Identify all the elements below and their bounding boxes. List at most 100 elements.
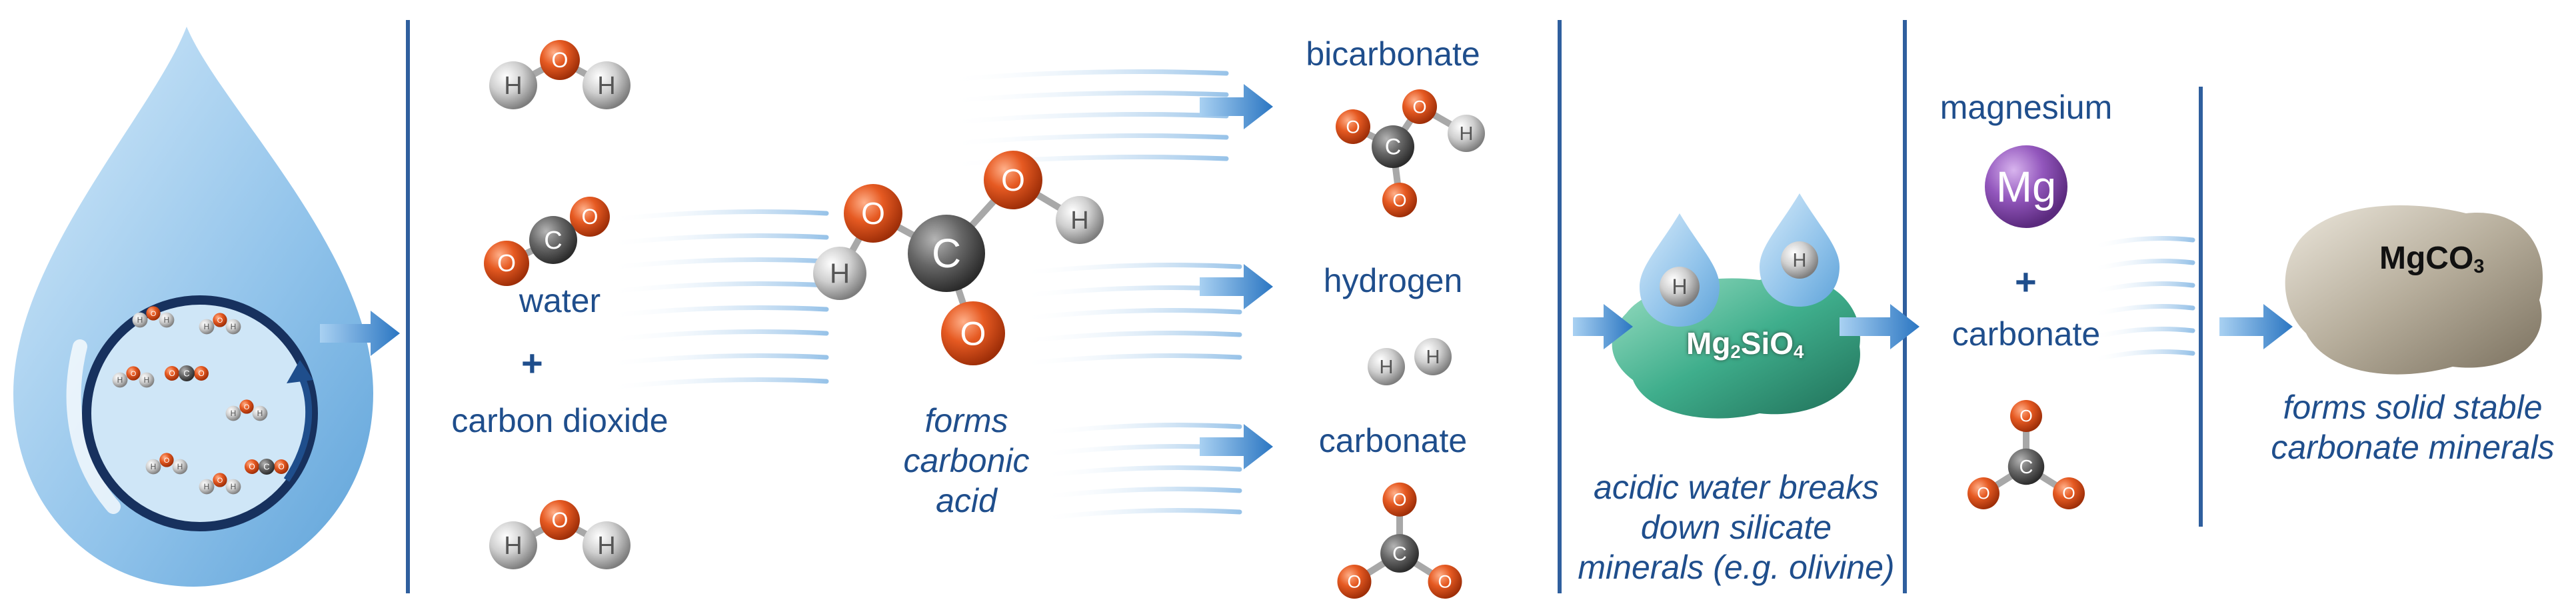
bicarbonate-oxygen-symbol: O [1346, 117, 1360, 137]
lens-hydrogen-symbol: H [231, 322, 237, 331]
olivine-formula: Mg2SiO4 [1686, 326, 1804, 362]
lens-oxygen-symbol: O [164, 457, 170, 465]
panel1-stream [604, 305, 829, 319]
lens-hydrogen-symbol: H [151, 462, 157, 471]
bicarbonate-hydrogen-atom [1448, 115, 1485, 152]
carbonic-acid-hydrogen-symbol: H [1070, 207, 1088, 235]
water-top-hydrogen-atom [489, 61, 537, 109]
lens-oxygen-symbol: O [198, 369, 204, 378]
panel2-bottom-stream [1037, 465, 1242, 479]
bicarbonate-oxygen-atom [1336, 109, 1370, 144]
acid-drop-2-hydrogen-atom [1781, 241, 1818, 279]
lens-oxygen-symbol: O [151, 310, 157, 318]
lens-hydrogen-atom [145, 459, 161, 475]
carbonate-panel5-oxygen-atom [1967, 477, 1999, 509]
water-top-oxygen-symbol: O [552, 48, 569, 72]
lens-hydrogen-symbol: H [144, 375, 150, 385]
lens-oxygen-atom [245, 459, 259, 474]
panel5-stream [2090, 236, 2195, 249]
magnesite-formula: MgCO3 [2379, 241, 2485, 277]
lens-oxygen-atom [213, 313, 227, 327]
lens-oxygen-atom [213, 473, 227, 487]
carbonic-acid-oxygen-atom [941, 301, 1005, 365]
drop-highlight [66, 339, 121, 514]
hydrogen-ions-hydrogen-symbol: H [1426, 347, 1440, 368]
lens-carbon-atom [259, 459, 275, 475]
water-bottom-oxygen-atom [540, 500, 580, 540]
bicarbonate-label: bicarbonate [1306, 35, 1480, 73]
water-top-hydrogen-symbol: H [597, 72, 615, 100]
panel5-stream [2090, 349, 2195, 363]
bicarbonate-carbon-atom [1372, 125, 1414, 168]
lens-carbon-symbol: C [263, 461, 269, 471]
down-silicate-label: down silicate [1640, 509, 1832, 546]
lens-hydrogen-symbol: H [231, 409, 237, 418]
carbonic-label: carbonic [903, 442, 1030, 479]
lens-oxygen-atom [274, 459, 289, 474]
magnesium-magnesium-symbol: Mg [1996, 162, 2056, 211]
panel2-bottom-stream [1037, 487, 1242, 500]
acid-drop-2-hydrogen-symbol: H [1793, 250, 1807, 271]
carbonate-panel3-carbon-symbol: C [1392, 543, 1407, 565]
panel2-top-stream [944, 112, 1229, 125]
panel2-top-stream [944, 69, 1229, 83]
panel2-top-stream [944, 133, 1229, 147]
panel1-stream [604, 329, 829, 343]
panel5-stream [2090, 281, 2195, 295]
bicarbonate-oxygen-symbol: O [1392, 190, 1406, 210]
lens-hydrogen-symbol: H [177, 462, 183, 471]
carbonate-panel5-oxygen-symbol: O [2019, 407, 2032, 426]
hydrogen-ions-hydrogen-symbol: H [1380, 357, 1394, 378]
arrow-to-carbonate [1200, 424, 1273, 469]
arrow-to-hydrogen [1200, 264, 1273, 309]
acidic-water-label: acidic water breaks [1594, 469, 1879, 506]
carbon-dioxide-label: carbon dioxide [451, 402, 668, 439]
water-bottom-hydrogen-atom [583, 521, 631, 569]
lens-carbon-symbol: C [183, 368, 189, 378]
lens-hydrogen-symbol: H [164, 315, 170, 325]
carbonate-panel3-carbon-atom [1380, 534, 1419, 573]
water-label: water [519, 282, 601, 319]
panel5-stream [2090, 259, 2195, 272]
water-bottom-hydrogen-symbol: H [504, 532, 522, 560]
solid-stable-label: forms solid stable [2283, 389, 2543, 426]
panel2-mid-stream [1017, 308, 1242, 321]
plus-sign-2: + [2015, 261, 2037, 303]
lens-oxygen-atom [159, 453, 174, 467]
panel2-mid-stream [1017, 353, 1242, 367]
hydrogen-ions-hydrogen-atom [1414, 338, 1452, 375]
carbonate-panel3-oxygen-atom [1382, 482, 1417, 517]
carbonate-panel3-oxygen-atom [1337, 565, 1372, 599]
arrow-to-bicarbonate [1200, 84, 1273, 129]
lens-hydrogen-symbol: H [137, 315, 143, 325]
lens-oxygen-symbol: O [217, 317, 223, 325]
carbonate-label-2: carbonate [1951, 315, 2101, 353]
co2-oxygen-symbol: O [497, 249, 516, 277]
lens-oxygen-atom [194, 366, 209, 381]
molecule-lens [82, 295, 318, 531]
bicarbonate-carbon-symbol: C [1385, 135, 1402, 160]
panel1-stream [604, 377, 829, 391]
water-top-oxygen-atom [540, 40, 580, 80]
panel2-mid-stream [1017, 263, 1242, 276]
arrow-drop-to-panel1 [320, 311, 400, 356]
lens-hydrogen-atom [199, 319, 215, 335]
lens-carbon-atom [179, 365, 195, 381]
lens-hydrogen-atom [172, 459, 188, 475]
carbonic-acid-hydrogen-symbol: H [830, 257, 850, 289]
lens-oxygen-symbol: O [217, 477, 223, 485]
carbonic-acid-oxygen-atom [844, 184, 902, 243]
panel1-stream [604, 209, 829, 223]
carbonate-label: carbonate [1318, 422, 1468, 459]
arrow-to-magnesite [2219, 304, 2293, 349]
circulation-arrowhead [287, 360, 313, 383]
carbonic-acid-hydrogen-atom [1056, 196, 1104, 244]
lens-hydrogen-symbol: H [257, 409, 263, 418]
water-top-hydrogen-symbol: H [504, 72, 522, 100]
carbonate-panel5-oxygen-symbol: O [2062, 485, 2075, 503]
carbonate-panel3-oxygen-symbol: O [1392, 489, 1406, 509]
bicarbonate-hydrogen-symbol: H [1460, 123, 1474, 145]
lens-oxygen-atom [126, 366, 141, 381]
lens-oxygen-symbol: O [278, 462, 284, 471]
